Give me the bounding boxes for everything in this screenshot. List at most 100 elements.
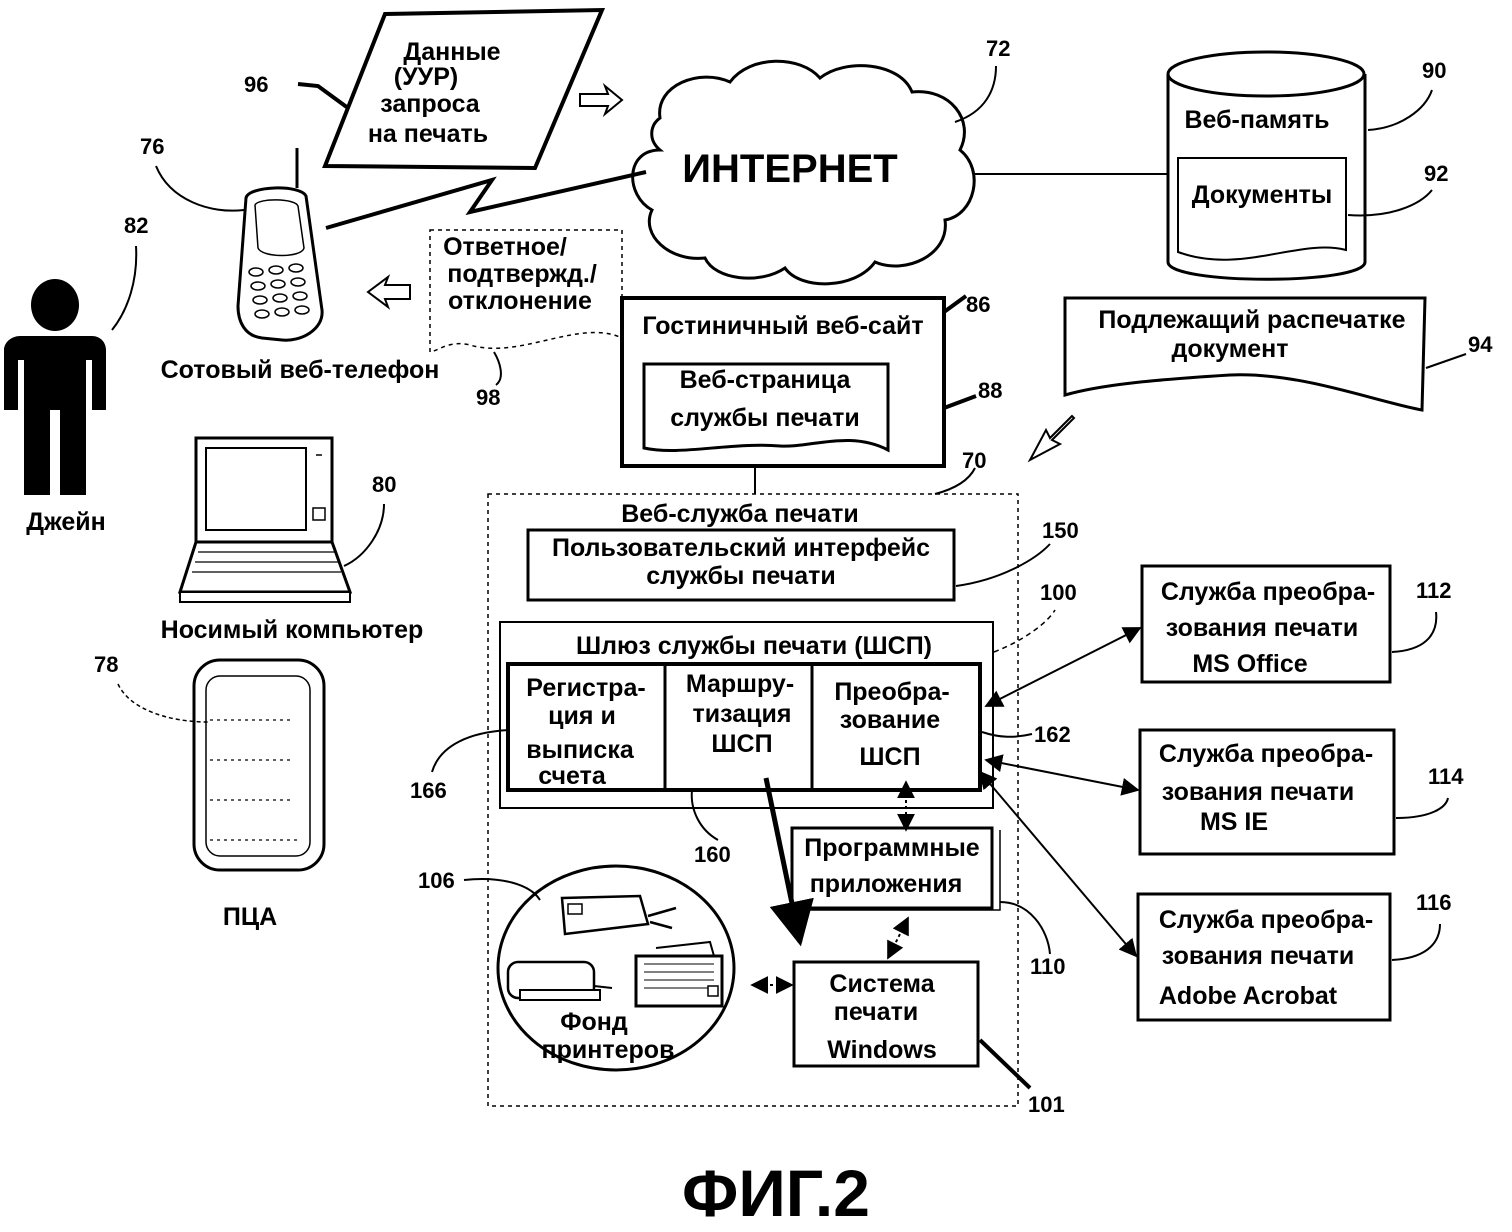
- ref-162: 162: [1034, 722, 1071, 747]
- wireless-link: [325, 170, 647, 230]
- routing-line-1: Маршру-: [686, 670, 794, 698]
- documents-label: Документы: [1192, 181, 1333, 209]
- routing-line-2: тизация: [693, 700, 792, 728]
- response-line-2: подтвержд./: [447, 260, 597, 288]
- doc-to-print-line-1: Подлежащий распечатке: [1098, 306, 1405, 334]
- windows-print-line-2: печати: [834, 998, 918, 1026]
- billing-cell: Регистра- ция и выписка счета: [526, 674, 645, 790]
- ref-94: 94: [1468, 332, 1493, 357]
- ref-76: 76: [140, 134, 164, 159]
- ref-166: 166: [410, 778, 447, 803]
- doc-to-print-line-2: документ: [1172, 335, 1289, 363]
- billing-line-3: выписка: [526, 736, 635, 764]
- windows-print-box: Система печати Windows: [792, 960, 980, 1068]
- ref-116: 116: [1416, 890, 1452, 915]
- ref-82: 82: [124, 213, 148, 238]
- person-icon: [4, 279, 106, 495]
- ref-72: 72: [986, 36, 1010, 61]
- ref-78: 78: [94, 652, 118, 677]
- ref-92: 92: [1424, 161, 1448, 186]
- conv-acrobat-box: Служба преобра- зования печати Adobe Acr…: [1136, 892, 1392, 1022]
- apps-line-2: приложения: [810, 870, 963, 898]
- response-document: Ответное/ подтвержд./ отклонение: [429, 229, 623, 353]
- ref-150: 150: [1042, 518, 1079, 543]
- routing-line-3: ШСП: [711, 730, 772, 758]
- hotel-website-label: Гостиничный веб-сайт: [642, 312, 923, 340]
- printer-pool-line-2: принтеров: [542, 1036, 675, 1064]
- ref-90: 90: [1422, 58, 1446, 83]
- user-interface-line-1: Пользовательский интерфейс: [552, 534, 930, 562]
- conv-acrobat-line-2: зования печати: [1162, 942, 1354, 970]
- windows-print-line-3: Windows: [827, 1036, 937, 1064]
- gateway-box: Шлюз службы печати (ШСП): [499, 621, 994, 809]
- internet-label: ИНТЕРНЕТ: [682, 147, 897, 191]
- ref-101: 101: [1028, 1092, 1065, 1117]
- internet-cloud: ИНТЕРНЕТ: [631, 59, 976, 286]
- print-page-line-2: службы печати: [670, 404, 860, 432]
- conversion-line-2: зование: [840, 706, 940, 734]
- pda-icon: [192, 658, 326, 872]
- hollow-arrow-left-icon: [366, 274, 411, 310]
- print-page-line-1: Веб-страница: [680, 366, 852, 394]
- apps-windows-link: [887, 916, 909, 960]
- conversion-office-arrow: [984, 627, 1142, 707]
- ref-80: 80: [372, 472, 396, 497]
- response-line-1: Ответное/: [443, 233, 567, 261]
- conv-ie-line-3: MS IE: [1200, 808, 1268, 836]
- ref-100: 100: [1040, 580, 1077, 605]
- ref-86: 86: [966, 292, 990, 317]
- billing-line-4: счета: [538, 762, 607, 790]
- conv-ie-line-2: зования печати: [1162, 778, 1354, 806]
- pda-label: ПЦА: [223, 903, 277, 931]
- hollow-arrow-right-icon: [579, 82, 624, 118]
- ref-112: 112: [1416, 578, 1452, 603]
- conversion-line-1: Преобра-: [834, 678, 949, 706]
- print-service-label: Веб-служба печати: [621, 500, 859, 528]
- conv-office-box: Служба преобра- зования печати MS Office: [1140, 564, 1392, 684]
- laptop-icon: [177, 436, 353, 603]
- web-storage-cylinder: Веб-память Документы: [1166, 50, 1367, 281]
- ref-110: 110: [1030, 954, 1066, 979]
- ref-98: 98: [476, 385, 500, 410]
- request-data-node: Данные (УУР) запроса на печать: [322, 7, 606, 171]
- hotel-website-box: Гостиничный веб-сайт Веб-страница службы…: [620, 296, 946, 468]
- request-data-line-4: на печать: [368, 120, 488, 148]
- routing-cell: Маршру- тизация ШСП: [686, 670, 794, 758]
- hollow-arrow-diagonal-icon: [1027, 414, 1076, 463]
- laptop-label: Носимый компьютер: [161, 616, 424, 644]
- ref-106: 106: [418, 868, 455, 893]
- printer-icon-1: [560, 894, 677, 936]
- printer-icon-3: [634, 940, 724, 1008]
- windows-print-line-1: Система: [829, 970, 935, 998]
- request-data-line-3: запроса: [380, 90, 481, 118]
- person-label: Джейн: [26, 508, 106, 536]
- ref-160: 160: [694, 842, 731, 867]
- billing-line-2: ция и: [548, 702, 616, 730]
- request-data-line-2: (УУР): [394, 63, 458, 91]
- printer-pool: Фонд принтеров: [496, 864, 736, 1072]
- apps-line-1: Программные: [804, 834, 980, 862]
- routing-to-windows-arrow: [763, 777, 814, 947]
- document-to-print: Подлежащий распечатке документ: [1063, 296, 1427, 412]
- conv-acrobat-line-1: Служба преобра-: [1159, 906, 1373, 934]
- conversion-acrobat-arrow: [978, 770, 1138, 958]
- apps-box: Программные приложения: [790, 826, 1001, 911]
- conv-ie-box: Служба преобра- зования печати MS IE: [1138, 728, 1396, 856]
- cell-phone-label: Сотовый веб-телефон: [161, 356, 440, 384]
- ref-88: 88: [978, 378, 1002, 403]
- response-line-3: отклонение: [448, 287, 592, 315]
- conv-office-line-1: Служба преобра-: [1161, 578, 1375, 606]
- conversion-ie-arrow: [984, 754, 1140, 796]
- user-interface-box: Пользовательский интерфейс службы печати: [526, 528, 956, 602]
- conv-ie-line-1: Служба преобра-: [1159, 740, 1373, 768]
- web-storage-label: Веб-память: [1184, 106, 1329, 134]
- ref-114: 114: [1428, 764, 1464, 789]
- request-data-line-1: Данные: [403, 38, 500, 66]
- figure-label: ФИГ.2: [682, 1156, 870, 1230]
- printer-pool-line-1: Фонд: [560, 1008, 628, 1036]
- billing-line-1: Регистра-: [526, 674, 645, 702]
- conv-office-line-2: зования печати: [1166, 614, 1358, 642]
- user-interface-line-2: службы печати: [646, 562, 836, 590]
- conv-acrobat-line-3: Adobe Acrobat: [1159, 982, 1338, 1010]
